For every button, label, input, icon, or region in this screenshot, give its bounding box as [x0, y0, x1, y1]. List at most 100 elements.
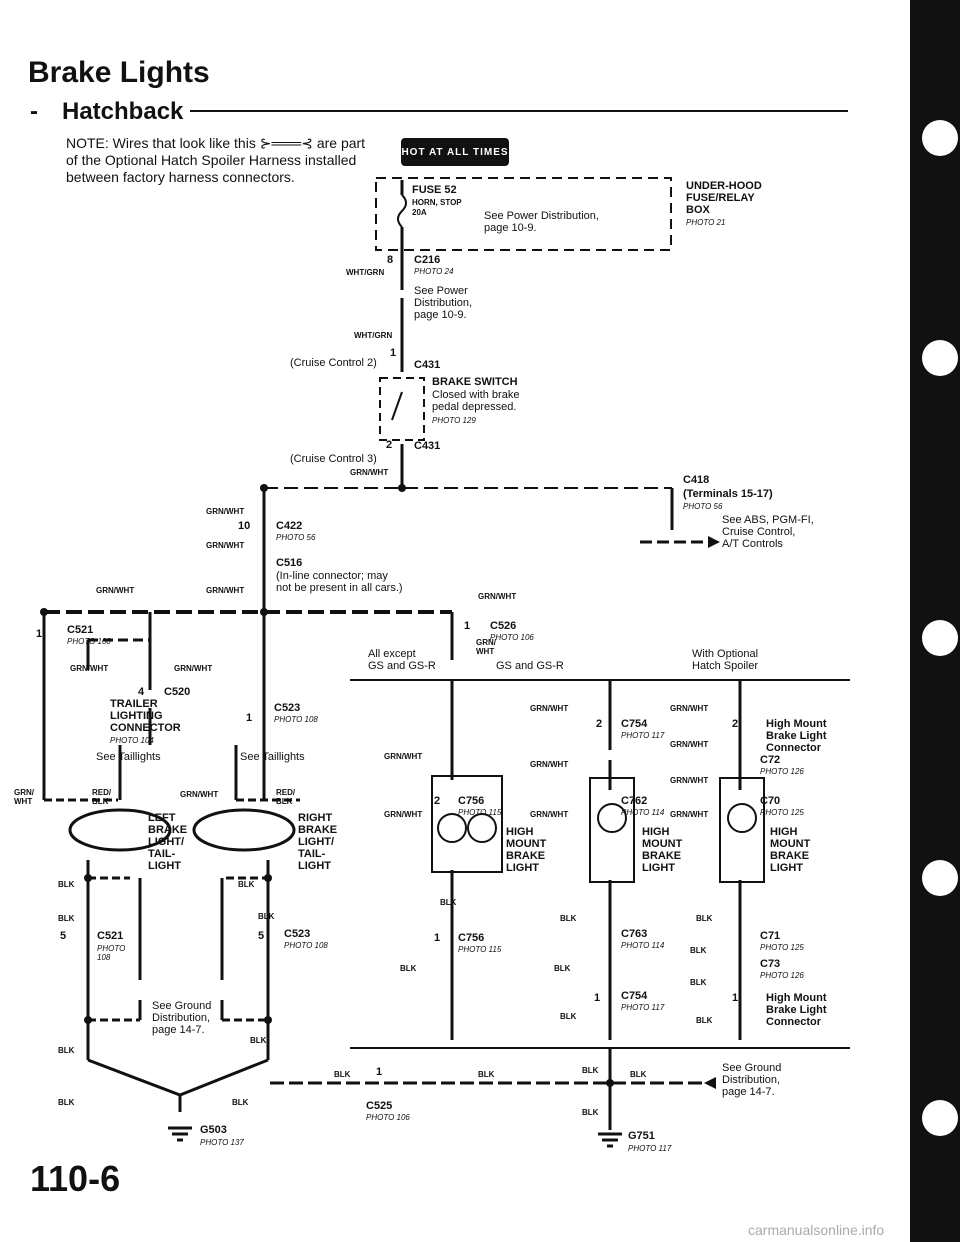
wire-blk: BLK	[696, 914, 713, 923]
binder-hole	[922, 1100, 958, 1136]
c72-name: C72	[760, 754, 781, 766]
wire-red-blk: RED/ BLK	[92, 788, 112, 806]
c521-name: C521	[67, 624, 94, 636]
wire-blk: BLK	[630, 1070, 647, 1079]
wire-grn-wht: GRN/WHT	[96, 586, 135, 595]
c763-name: C763	[621, 928, 648, 940]
g751-photo: PHOTO 117	[628, 1144, 672, 1153]
c431b-pin: 2	[386, 439, 393, 451]
left-light-label: LEFT BRAKE LIGHT/ TAIL- LIGHT	[148, 812, 188, 872]
hmbl-conn-bot-pin: 1	[732, 992, 739, 1004]
c418-name: C418	[683, 474, 710, 486]
binder-hole	[922, 120, 958, 156]
c516-desc: (In-line connector; may not be present i…	[276, 570, 403, 594]
c73-name: C73	[760, 958, 781, 970]
wire-blk: BLK	[334, 1070, 351, 1079]
wire-grn-wht: GRN/WHT	[530, 810, 569, 819]
c418-ref: See ABS, PGM-FI, Cruise Control, A/T Con…	[722, 514, 814, 550]
c523-name: C523	[274, 702, 301, 714]
trailer-connector-label: TRAILER LIGHTING CONNECTOR	[110, 698, 181, 734]
variant-all-except: All except GS and GS-R	[368, 648, 436, 672]
header-rule	[190, 110, 848, 112]
wire-blk: BLK	[690, 978, 707, 987]
ground-ref-left: See Ground Distribution, page 14-7.	[152, 1000, 212, 1036]
c71-name: C71	[760, 930, 781, 942]
hot-at-all-times-badge: HOT AT ALL TIMES	[401, 138, 509, 166]
wire-grn-wht-split: GRN/ WHT	[476, 638, 496, 656]
brake-switch-desc: Closed with brake pedal depressed.	[432, 389, 520, 413]
wire-wht-grn: WHT/GRN	[354, 331, 393, 340]
ground-ref-right: See Ground Distribution, page 14-7.	[722, 1062, 782, 1098]
hmbl-b-label: HIGH MOUNT BRAKE LIGHT	[642, 826, 683, 874]
brake-switch-photo: PHOTO 129	[432, 416, 476, 425]
fuse-box-label: UNDER-HOOD FUSE/RELAY BOX	[686, 180, 762, 216]
c431a-name: C431	[414, 359, 441, 371]
fuse-box-outline	[375, 177, 672, 251]
c431b-wire: GRN/WHT	[350, 468, 389, 477]
c216-pin: 8	[387, 254, 394, 266]
variant-spoiler: With Optional Hatch Spoiler	[692, 648, 759, 672]
subtitle-dash: -	[30, 98, 38, 125]
page-subtitle: Hatchback	[62, 98, 184, 125]
wire-grn-wht: GRN/WHT	[478, 592, 517, 601]
wire-grn-wht: GRN/WHT	[180, 790, 219, 799]
c523-photo: PHOTO 108	[274, 715, 318, 724]
wire-red-blk: RED/ BLK	[276, 788, 296, 806]
c520-pin2: 1	[246, 712, 253, 724]
hmbl-conn-bot: High Mount Brake Light Connector	[766, 992, 827, 1028]
c756a-photo: PHOTO 115	[458, 808, 502, 817]
wire-blk: BLK	[478, 1070, 495, 1079]
hmbl-a-box	[431, 775, 503, 873]
c521-pin2: 5	[60, 930, 67, 942]
wire-blk: BLK	[560, 1012, 577, 1021]
wire-blk: BLK	[238, 880, 255, 889]
c526-name: C526	[490, 620, 517, 632]
fuse-ref: See Power Distribution, page 10-9.	[484, 210, 599, 234]
wire-blk: BLK	[58, 880, 75, 889]
watermark: carmanualsonline.info	[748, 1222, 885, 1238]
hmbl-a-label: HIGH MOUNT BRAKE LIGHT	[506, 826, 547, 874]
variant-gs: GS and GS-R	[496, 660, 564, 672]
c523-pin2: 5	[258, 930, 265, 942]
c756b-name: C756	[458, 932, 485, 944]
c516-name: C516	[276, 557, 303, 569]
c70-photo: PHOTO 125	[760, 808, 804, 817]
c216-photo: PHOTO 24	[414, 267, 454, 276]
c72-photo: PHOTO 126	[760, 767, 804, 776]
c763-photo: PHOTO 114	[621, 941, 665, 950]
wire-grn-wht: GRN/WHT	[206, 541, 245, 550]
wire-grn-wht-split: GRN/ WHT	[14, 788, 34, 806]
c71-photo: PHOTO 125	[760, 943, 804, 952]
c431b-name: C431	[414, 440, 441, 452]
c523-photo-2: PHOTO 108	[284, 941, 328, 950]
c756a-name: C756	[458, 795, 485, 807]
wire-grn-wht: GRN/WHT	[174, 664, 213, 673]
binder-hole	[922, 860, 958, 896]
c422-name: C422	[276, 520, 303, 532]
c520-photo: PHOTO 104	[110, 736, 154, 745]
wire-blk: BLK	[258, 912, 275, 921]
c521-name-2: C521	[97, 930, 124, 942]
wire-grn-wht: GRN/WHT	[70, 664, 109, 673]
c216-wire: WHT/GRN	[346, 268, 385, 277]
c70-name: C70	[760, 795, 781, 807]
c754a-photo: PHOTO 117	[621, 731, 665, 740]
c521-photo: PHOTO 108	[67, 637, 111, 646]
c756b-photo: PHOTO 115	[458, 945, 502, 954]
fuse-icon	[397, 194, 407, 228]
c754b-name: C754	[621, 990, 648, 1002]
arrow-head	[708, 536, 720, 548]
wire-blk: BLK	[582, 1108, 599, 1117]
c525-photo: PHOTO 106	[366, 1113, 410, 1122]
hmbl-conn-top: High Mount Brake Light Connector	[766, 718, 827, 754]
wire-grn-wht: GRN/WHT	[670, 704, 709, 713]
wire-grn-wht: GRN/WHT	[670, 810, 709, 819]
wire-blk: BLK	[696, 1016, 713, 1025]
wire-blk: BLK	[232, 1098, 249, 1107]
note-text: NOTE: Wires that look like this ⊱═══⊰ ar…	[66, 135, 366, 185]
fuse-desc: HORN, STOP	[412, 198, 462, 207]
c762-photo: PHOTO 114	[621, 808, 665, 817]
wire-grn-wht: GRN/WHT	[206, 507, 245, 516]
